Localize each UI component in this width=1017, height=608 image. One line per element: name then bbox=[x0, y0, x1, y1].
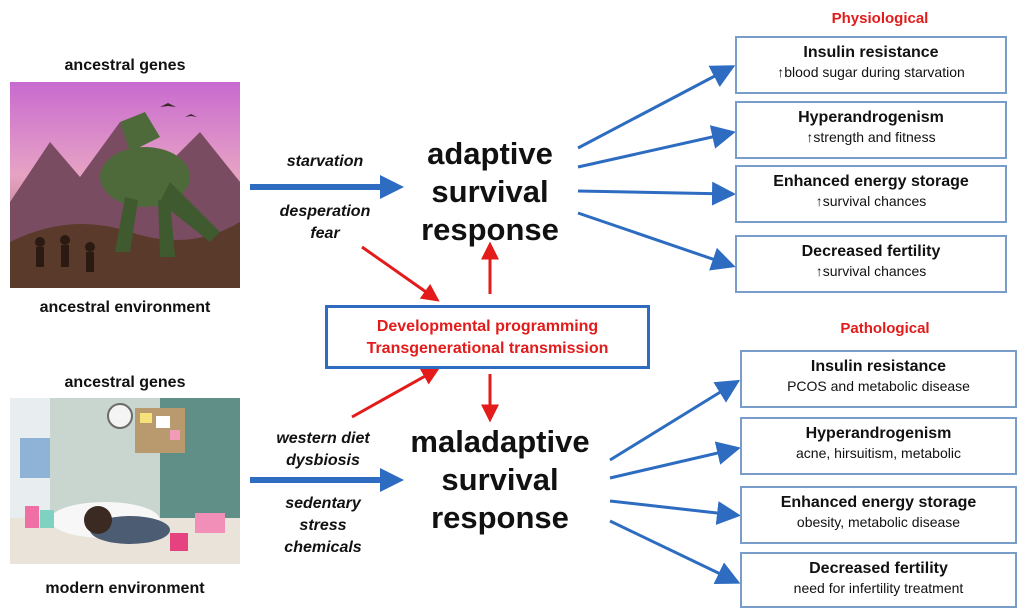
adaptive-line-1: adaptive bbox=[427, 136, 553, 171]
phys-box-1-subtitle: ↑blood sugar during starvation bbox=[777, 64, 965, 80]
path-box-4-subtitle: need for infertility treatment bbox=[793, 580, 964, 596]
arrow-top-1 bbox=[577, 65, 736, 150]
bottom-environment-label: modern environment bbox=[45, 580, 205, 597]
prehistoric-scene-image bbox=[10, 82, 240, 288]
phys-box-decreased-fertility: Decreased fertility ↑survival chances bbox=[735, 235, 1007, 293]
path-box-3-subtitle: obesity, metabolic disease bbox=[796, 514, 961, 530]
arrow-bot-3 bbox=[609, 499, 741, 525]
maladaptive-line-3: response bbox=[431, 500, 569, 535]
path-box-1-title: Insulin resistance bbox=[810, 358, 947, 375]
red-arrow-diet-to-center bbox=[351, 367, 440, 419]
path-box-2-subtitle: acne, hirsuitism, metabolic bbox=[796, 445, 961, 461]
modern-office-image bbox=[10, 398, 240, 564]
path-box-1-subtitle: PCOS and metabolic disease bbox=[787, 378, 970, 394]
top-genes-label: ancestral genes bbox=[64, 57, 186, 74]
trigger-dysbiosis: dysbiosis bbox=[286, 452, 360, 469]
path-box-insulin-resistance: Insulin resistance PCOS and metabolic di… bbox=[740, 350, 1017, 408]
trigger-chemicals: chemicals bbox=[284, 539, 362, 556]
phys-box-insulin-resistance: Insulin resistance ↑blood sugar during s… bbox=[735, 36, 1007, 94]
path-box-2-title: Hyperandrogenism bbox=[805, 425, 952, 442]
arrow-top-3 bbox=[577, 181, 736, 206]
phys-box-2-title: Hyperandrogenism bbox=[798, 109, 944, 126]
phys-box-hyperandrogenism: Hyperandrogenism ↑strength and fitness bbox=[735, 101, 1007, 159]
phys-box-4-subtitle: ↑survival chances bbox=[815, 263, 927, 279]
maladaptive-response-title: maladaptive survival response bbox=[400, 423, 600, 537]
pathological-heading: Pathological bbox=[840, 320, 930, 337]
phys-box-4-title: Decreased fertility bbox=[801, 243, 941, 260]
trigger-desperation: desperation bbox=[279, 203, 371, 220]
path-box-hyperandrogenism: Hyperandrogenism acne, hirsuitism, metab… bbox=[740, 417, 1017, 475]
trigger-fear: fear bbox=[310, 225, 340, 242]
arrow-bot-2 bbox=[609, 441, 741, 480]
phys-box-3-subtitle: ↑survival chances bbox=[815, 193, 927, 209]
arrow-bot-4 bbox=[609, 519, 741, 585]
phys-box-energy-storage: Enhanced energy storage ↑survival chance… bbox=[735, 165, 1007, 223]
adaptive-response-title: adaptive survival response bbox=[395, 135, 585, 249]
trigger-starvation: starvation bbox=[286, 153, 364, 170]
physiological-heading: Physiological bbox=[831, 10, 929, 27]
trigger-western-diet: western diet bbox=[276, 430, 370, 447]
path-box-4-title: Decreased fertility bbox=[809, 560, 948, 577]
bottom-genes-label: ancestral genes bbox=[64, 374, 186, 391]
top-environment-label: ancestral environment bbox=[39, 299, 211, 316]
arrow-bot-1 bbox=[609, 379, 741, 462]
arrow-top-2 bbox=[577, 125, 736, 169]
trigger-stress: stress bbox=[299, 517, 347, 534]
trigger-sedentary: sedentary bbox=[285, 495, 361, 512]
adaptive-line-2: survival bbox=[431, 174, 549, 209]
adaptive-line-3: response bbox=[421, 212, 559, 247]
path-box-3-title: Enhanced energy storage bbox=[780, 494, 977, 511]
arrow-top-4 bbox=[577, 211, 736, 271]
center-line-2: Transgenerational transmission bbox=[366, 340, 609, 357]
center-line-1: Developmental programming bbox=[376, 318, 599, 335]
developmental-programming-box: Developmental programming Transgeneratio… bbox=[325, 305, 650, 369]
maladaptive-line-1: maladaptive bbox=[410, 424, 590, 459]
path-box-energy-storage: Enhanced energy storage obesity, metabol… bbox=[740, 486, 1017, 544]
phys-box-2-subtitle: ↑strength and fitness bbox=[806, 129, 936, 145]
phys-box-1-title: Insulin resistance bbox=[803, 44, 939, 61]
red-arrow-fear-to-center bbox=[361, 245, 440, 302]
phys-box-3-title: Enhanced energy storage bbox=[773, 173, 969, 190]
maladaptive-line-2: survival bbox=[441, 462, 559, 497]
path-box-decreased-fertility: Decreased fertility need for infertility… bbox=[740, 552, 1017, 608]
